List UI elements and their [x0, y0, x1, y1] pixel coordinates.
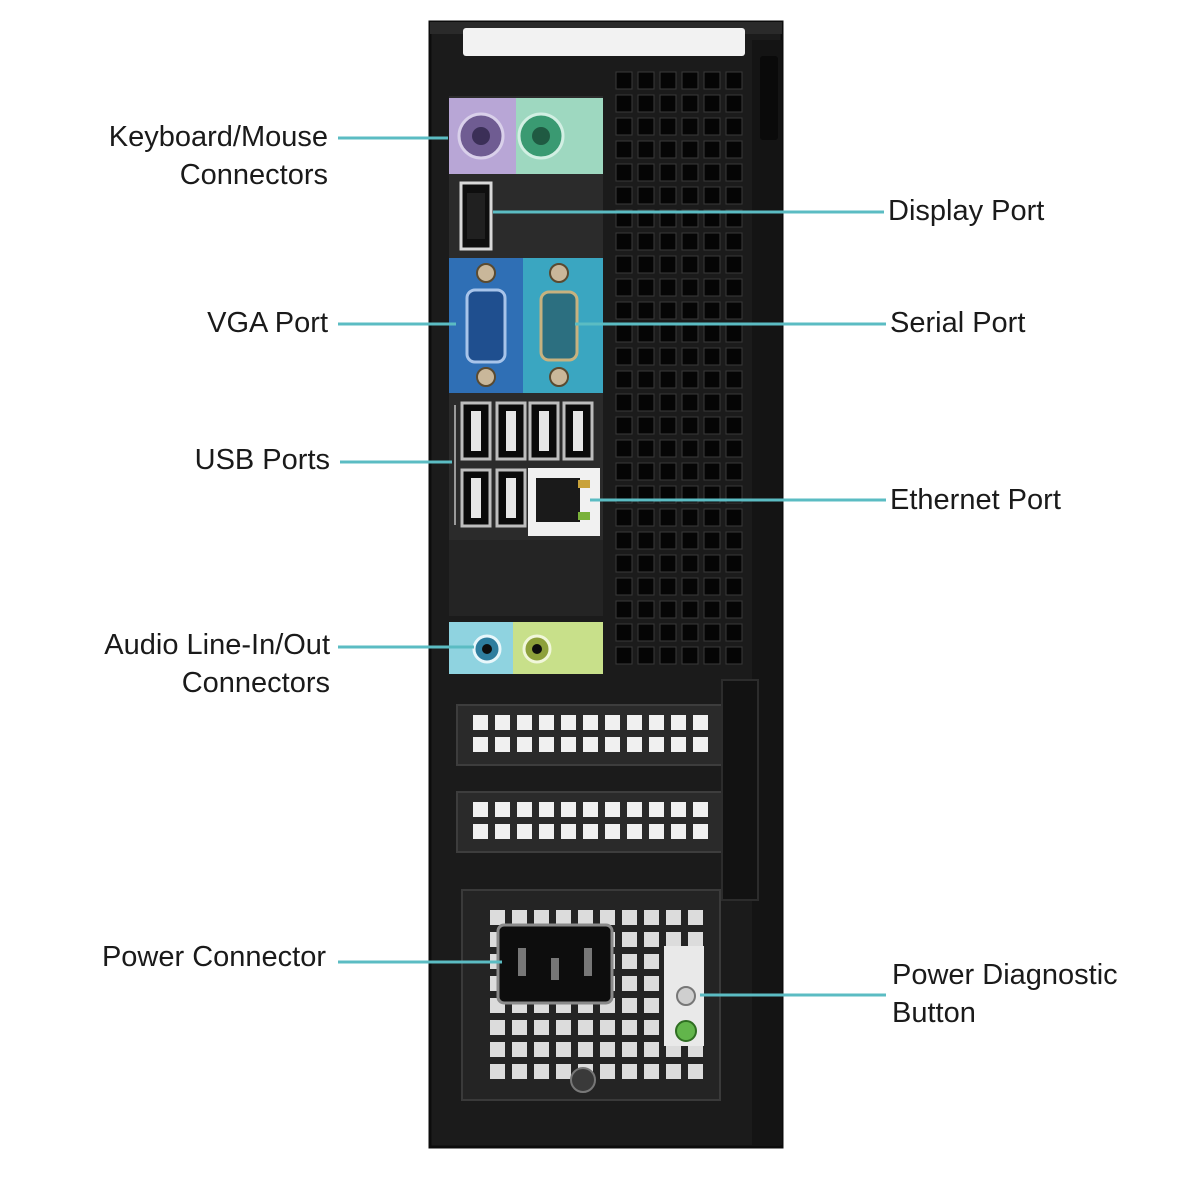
display-port-label: Display Port	[888, 192, 1044, 230]
keyboard-mouse-label-line1: Keyboard/Mouse	[108, 121, 328, 153]
vga-port	[465, 288, 507, 364]
display-port-label-text: Display Port	[888, 195, 1045, 227]
expansion-slots	[456, 704, 726, 853]
keyboard-mouse-label: Keyboard/Mouse Connectors	[109, 118, 328, 194]
ethernet-port-label-text: Ethernet Port	[890, 484, 1061, 516]
power-diagnostic-label: Power Diagnostic Button	[892, 956, 1118, 1032]
io-panel-lower	[449, 540, 603, 616]
audio-label-line2: Connectors	[181, 667, 330, 699]
top-label-strip	[463, 28, 745, 56]
ventilation-grid	[615, 71, 743, 665]
power-diagnostic-led	[675, 1020, 697, 1042]
power-connector-label: Power Connector	[102, 938, 326, 976]
audio-label-line1: Audio Line-In/Out	[104, 629, 330, 661]
power-diagnostic-button	[676, 986, 696, 1006]
usb-ports	[460, 401, 594, 528]
vga-port-label: VGA Port	[207, 304, 328, 342]
ethernet-port-label: Ethernet Port	[890, 481, 1061, 519]
keyboard-mouse-label-line2: Connectors	[179, 159, 328, 191]
leader-lines	[338, 136, 886, 997]
serial-port	[539, 290, 579, 362]
audio-label: Audio Line-In/Out Connectors	[104, 626, 330, 702]
serial-port-label-text: Serial Port	[890, 307, 1026, 339]
usb-ports-label: USB Ports	[195, 441, 330, 479]
expansion-slot-cover	[456, 704, 726, 766]
power-connector-label-text: Power Connector	[101, 941, 326, 973]
usb-ports-label-text: USB Ports	[194, 444, 330, 476]
expansion-slot-cover	[456, 791, 726, 853]
power-diagnostic-label-line2: Button	[892, 997, 976, 1029]
power-diagnostic-label-line1: Power Diagnostic	[892, 959, 1118, 991]
vga-port-label-text: VGA Port	[207, 307, 328, 339]
serial-port-label: Serial Port	[890, 304, 1025, 342]
